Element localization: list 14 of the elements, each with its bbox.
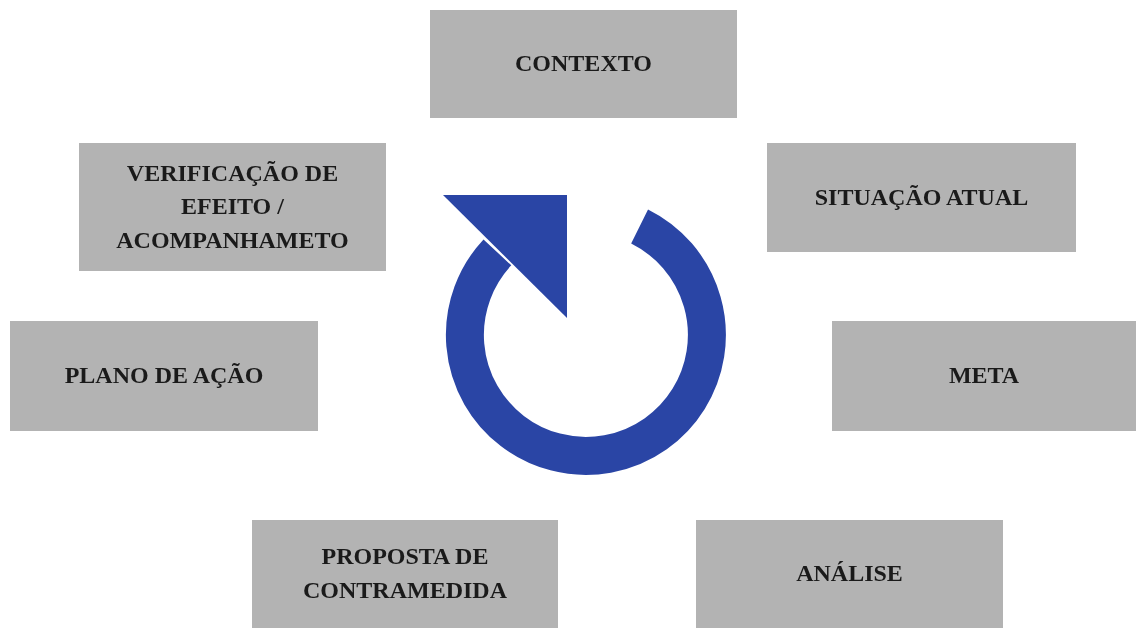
step-label: ANÁLISE [796, 559, 903, 589]
step-label: CONTEXTO [515, 49, 652, 79]
step-box [430, 10, 737, 118]
step-label: VERIFICAÇÃO DE EFEITO / ACOMPANHAMETO [115, 158, 350, 255]
step-label: PROPOSTA DE CONTRAMEDIDA [302, 542, 508, 605]
step-box [79, 143, 386, 271]
step-box [10, 321, 318, 431]
step-box [696, 520, 1003, 628]
step-box [767, 143, 1076, 252]
step-label: SITUAÇÃO ATUAL [814, 182, 1029, 212]
step-box [832, 321, 1136, 431]
step-label: PLANO DE AÇÃO [64, 361, 264, 391]
step-box [252, 520, 558, 628]
step-label: META [948, 361, 1020, 391]
